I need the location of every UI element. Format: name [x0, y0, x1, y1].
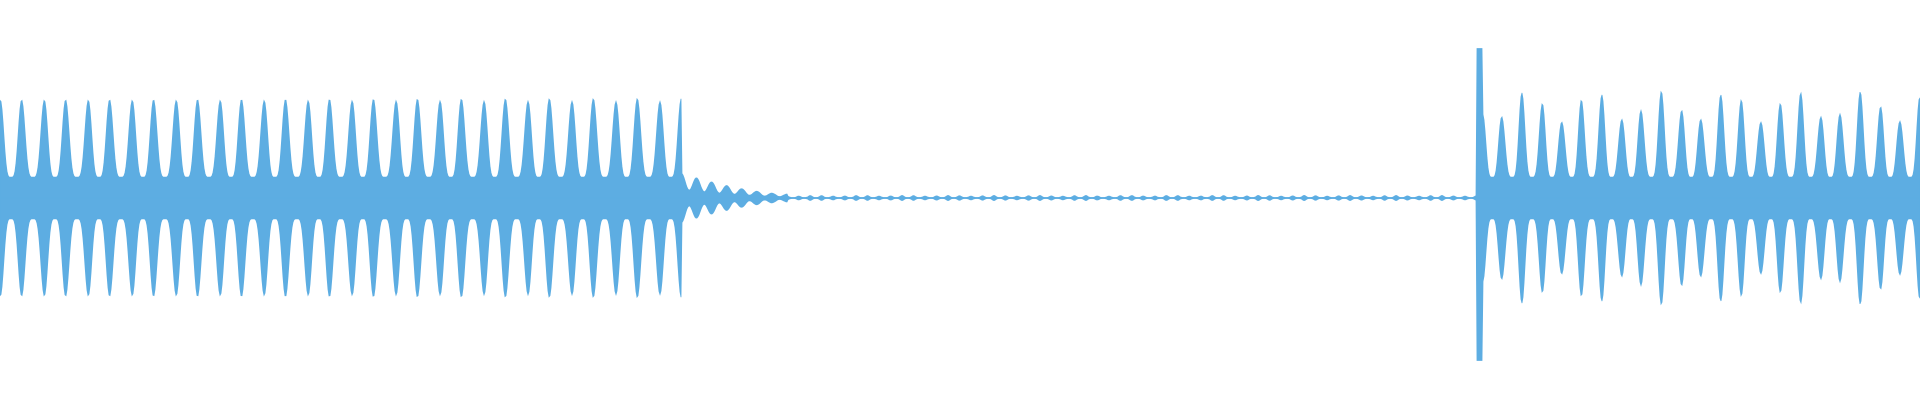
waveform-envelope: [0, 48, 1920, 361]
